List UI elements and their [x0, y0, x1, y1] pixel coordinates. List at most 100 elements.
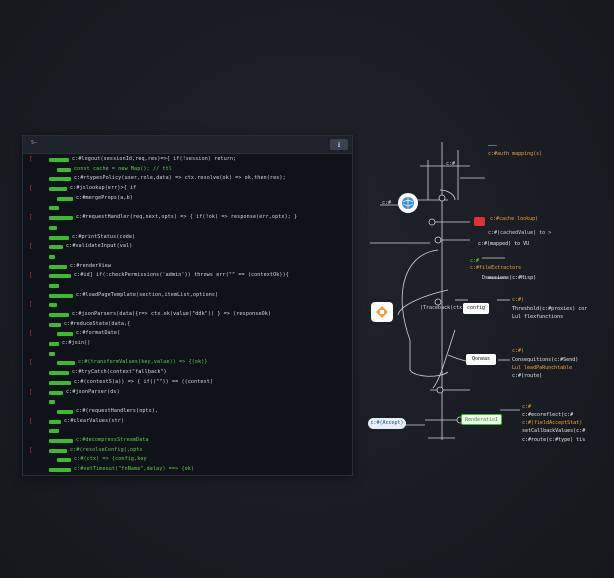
right-text-4: c:#( [512, 348, 525, 354]
code-line: c:#decompressStreamData [23, 436, 352, 446]
syntax-highlight [49, 158, 69, 162]
code-text: c:#(requestHandlers(opts), [76, 407, 159, 414]
code-line: [c:#id] if(:checkPermissions('admin')) t… [23, 271, 352, 281]
code-line: c:#mergeProps(a,b) [23, 194, 352, 204]
process-node[interactable]: Qoneas [466, 354, 496, 365]
top-label-gray: ─── [488, 143, 498, 149]
syntax-highlight [49, 187, 67, 192]
download-icon[interactable]: ⭳ [330, 139, 348, 150]
code-line: c:#jsonParsers(data){r=> ctx.ok(value("d… [23, 310, 352, 320]
code-line: [ c:#(transformValues(key,value)) => {(o… [23, 358, 352, 368]
code-line: [c:#jslookup(err)>{ if [23, 184, 352, 194]
code-text: c:#(ctx) => {config,key [74, 456, 147, 463]
cached-value-label: c:#(cachedValue) to > [488, 230, 552, 236]
green-label-1: c:# [470, 258, 480, 264]
code-text: c:#logout(sessionId,req,res)=>{ if(!sess… [72, 156, 237, 162]
syntax-highlight [49, 225, 57, 230]
syntax-highlight [49, 254, 55, 259]
code-line: c:#join() [23, 339, 352, 349]
code-text: c:#formatDate( [76, 330, 121, 337]
code-line: [ c:#formatDate( [23, 329, 352, 339]
syntax-highlight [49, 448, 67, 453]
syntax-highlight [49, 264, 67, 269]
code-panel-header: S— ⭳ [23, 136, 352, 154]
code-line: c:#(requestHandlers(opts), [23, 407, 352, 417]
line-marker: [ [29, 243, 33, 251]
code-text: c:#jsonParsers(data){r=> ctx.ok(value("d… [72, 311, 272, 317]
left-label: c:# [382, 200, 392, 206]
code-line: c:#(contextS(a)) => { if(("")) == ((cont… [23, 378, 352, 388]
syntax-highlight [49, 177, 71, 182]
green-node[interactable]: Renderatio1 [461, 414, 502, 425]
code-text: c:#rtypesPolicy(user,role,data) => ctx.r… [74, 175, 286, 182]
code-text: c:#clearValues(str) [64, 417, 125, 424]
code-line: c:#tryCatch(context"fallback") [23, 368, 352, 378]
syntax-highlight [57, 361, 75, 366]
mapped-label: c:#(mapped) to VU [478, 241, 530, 247]
code-text: c:#reduceState(data,{ [64, 320, 131, 327]
config-node[interactable]: config [463, 303, 489, 314]
code-text: c:#setTimeout("fnName",delay) ==> {ok) [74, 466, 195, 472]
code-text: c:#requestHandler(req,next,opts) => { if… [76, 214, 298, 221]
code-text: c:#renderView [70, 262, 112, 269]
code-line: [ c:#logout(sessionId,req,res)=>{ if(!ses… [23, 155, 352, 165]
code-text: c:#(contextS(a)) => { if(("")) == ((cont… [74, 378, 214, 385]
line-marker: [ [29, 417, 33, 425]
syntax-highlight [57, 332, 73, 337]
cloud-node[interactable]: c:#(Accept) [368, 418, 406, 429]
line-marker: [ [29, 301, 33, 309]
code-text: const cache = new Map(); // ttl [74, 165, 172, 172]
syntax-highlight [49, 438, 73, 443]
syntax-highlight [49, 351, 55, 356]
syntax-highlight [49, 283, 59, 288]
line-marker: [ [29, 156, 33, 163]
code-text: c:#printStatus(code) [72, 233, 136, 240]
code-line: c:#rtypesPolicy(user,role,data) => ctx.r… [23, 174, 352, 184]
right-text-11: setCallbackValues(c:# [522, 428, 586, 434]
code-line: c:#loadPageTemplate(section,itemList,opt… [23, 291, 352, 301]
right-text-2: Threshold(c:#proxies) cor [512, 306, 588, 312]
code-line [23, 397, 352, 407]
syntax-highlight [49, 429, 59, 434]
code-text: c:#id] if(:checkPermissions('admin')) th… [74, 272, 289, 279]
code-text: c:#decompressStreamData [76, 436, 149, 443]
traceback-label: (Traceback(ctx) [420, 305, 466, 311]
globe-icon [398, 193, 418, 213]
line-marker: [ [29, 359, 33, 367]
code-text: c:#validateInput(val) [66, 243, 133, 250]
code-line: c:#setTimeout("fnName",delay) ==> {ok) [23, 465, 352, 475]
syntax-highlight [49, 303, 57, 308]
syntax-highlight [49, 380, 71, 385]
code-line: [c:#(resolveConfig(,opts [23, 446, 352, 456]
right-text-10: c:#(fieldAcceptStat) [522, 420, 583, 426]
syntax-highlight [57, 458, 71, 463]
code-line [23, 349, 352, 359]
code-line [23, 203, 352, 213]
syntax-highlight [49, 390, 63, 395]
code-panel-title: S— [31, 140, 38, 146]
code-line [23, 223, 352, 233]
code-line: const cache = new Map(); // ttl [23, 165, 352, 175]
syntax-highlight [49, 342, 59, 347]
code-text: c:#mergeProps(a,b) [76, 194, 133, 201]
syntax-highlight [49, 322, 61, 327]
syntax-highlight [49, 468, 71, 472]
code-lines: [ c:#logout(sessionId,req,res)=>{ if(!ses… [23, 155, 352, 475]
code-line [23, 252, 352, 262]
top-right-label: c:# [446, 161, 456, 167]
code-line: [ [23, 300, 352, 310]
code-text: c:#jsonParser(ds) [66, 388, 120, 395]
file-extractors-label: c:#fileExtractors [470, 265, 522, 271]
code-line: [ c:#validateInput(val) [23, 242, 352, 252]
config-file-icon[interactable] [371, 302, 393, 322]
code-text: c:#jslookup(err)>{ if [70, 185, 137, 192]
code-text: c:#join() [62, 340, 91, 347]
syntax-highlight [49, 371, 69, 376]
error-icon [474, 217, 485, 226]
syntax-highlight [57, 196, 73, 201]
line-marker: [ [29, 446, 33, 454]
syntax-highlight [49, 400, 55, 405]
right-text-7: c:#(route) [512, 373, 543, 379]
